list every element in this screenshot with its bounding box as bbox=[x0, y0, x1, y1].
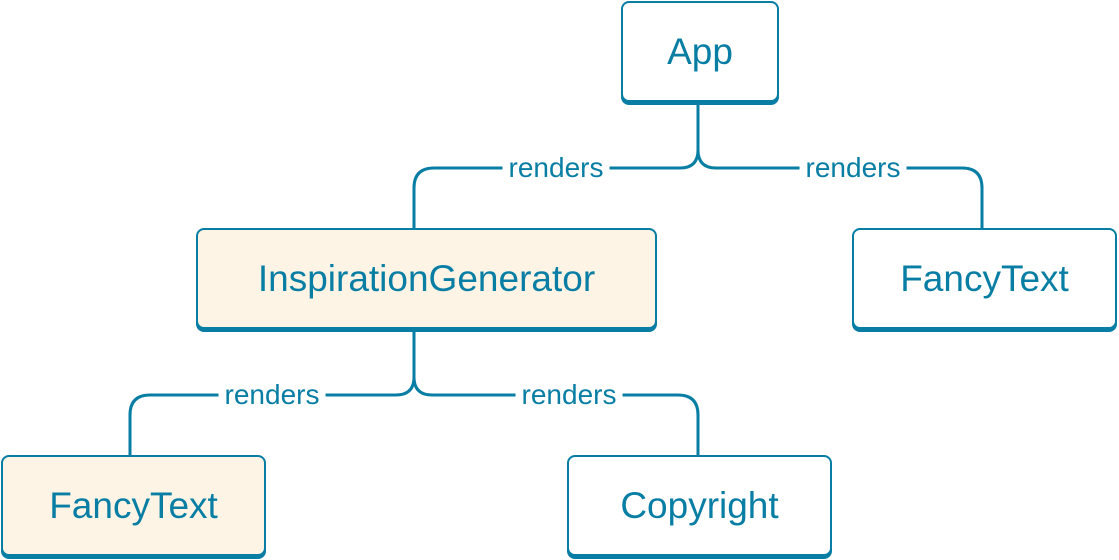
node-app-label: App bbox=[667, 30, 733, 72]
edge-label-inspiration-to-fancy-text: renders bbox=[218, 379, 326, 411]
edge-label-inspiration-to-copyright: renders bbox=[515, 379, 623, 411]
edge-inspiration-to-copyright bbox=[412, 376, 700, 455]
node-fancy-text-right: FancyText bbox=[852, 228, 1117, 329]
node-app: App bbox=[621, 1, 779, 102]
edge-label-app-to-inspiration: renders bbox=[502, 152, 610, 184]
node-fancy-text-left: FancyText bbox=[1, 455, 266, 556]
node-fancy-text-right-label: FancyText bbox=[900, 257, 1069, 299]
node-copyright: Copyright bbox=[567, 455, 832, 556]
edge-app-to-fancy-text bbox=[696, 149, 984, 228]
node-inspiration-generator-label: InspirationGenerator bbox=[257, 257, 596, 299]
node-copyright-label: Copyright bbox=[620, 484, 779, 526]
edge-label-app-to-fancy-text: renders bbox=[799, 152, 907, 184]
node-fancy-text-left-label: FancyText bbox=[49, 484, 218, 526]
node-inspiration-generator: InspirationGenerator bbox=[196, 228, 657, 329]
